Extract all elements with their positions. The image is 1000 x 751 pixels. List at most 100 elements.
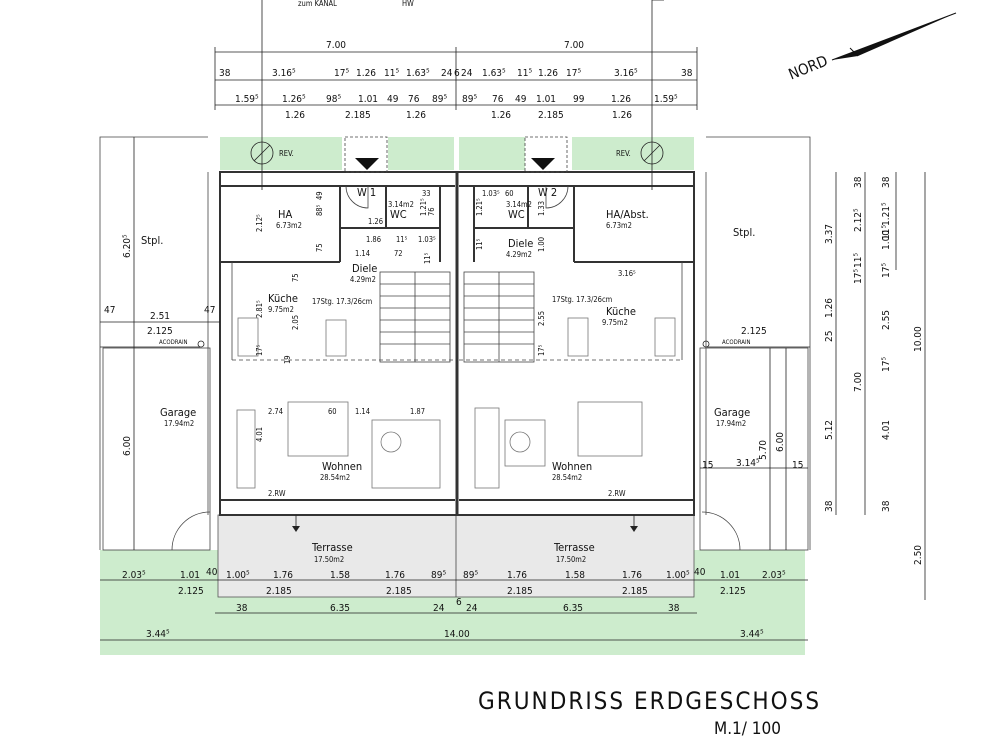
cut-text-right: HW (402, 0, 414, 8)
dim-interior: 60 (505, 189, 514, 198)
green-strip-top-center-right (459, 137, 525, 170)
dim-bottom-row1b: 2.185 (622, 586, 648, 597)
dim-interior: 49 (315, 191, 324, 200)
dim-right-col1: 3.37 (824, 224, 835, 244)
dim-lines-bottom (100, 579, 808, 641)
dim-bottom-row1: 2.03⁵ (122, 570, 146, 581)
lounge-right (504, 419, 546, 467)
dim-bottom-row1: 1.76 (507, 570, 527, 581)
dim-interior: 1.14 (355, 249, 370, 258)
dim-top-row2: 1.26 (538, 68, 558, 79)
dim-interior: 1.03⁵ (482, 189, 500, 198)
dim-interior: 1.86 (366, 235, 381, 244)
room-name-terrasse-left: Terrasse (311, 541, 353, 554)
room-name-wc-right: WC (508, 208, 525, 221)
dim-bottom-row3: 3.44⁵ (740, 629, 764, 640)
room-name-wohnen-left: Wohnen (322, 460, 362, 473)
dim-top-row3: 1.26 (611, 94, 631, 105)
dim-left-garage-height: 6.00 (122, 436, 133, 456)
sofa-left (236, 409, 256, 489)
dim-interior: 75 (291, 273, 300, 282)
dining-table-right (577, 401, 643, 457)
dim-garage-height: 6.00 (775, 432, 786, 452)
label-stpl-left: Stpl. (141, 234, 163, 247)
dim-right-col2: 17⁵ (881, 357, 892, 372)
dim-interior: 11⁵ (475, 238, 484, 250)
room-area-wohnen-left: 28.54m2 (320, 473, 350, 482)
dim-right-col1: 38 (824, 500, 835, 512)
dim-bottom-row1: 1.58 (565, 570, 585, 581)
dim-right-col2: 38 (881, 500, 892, 512)
dim-top-row2: 1.63⁵ (482, 68, 506, 79)
dim-top-row3b: 1.26 (406, 110, 426, 121)
dim-interior: 2.55 (537, 311, 546, 326)
green-strip-top-right (572, 137, 694, 170)
dim-interior: 11⁵ (396, 235, 408, 244)
dim-bottom-row1: 89⁵ (463, 570, 478, 581)
label-stairs-right: 17Stg. 17.3/26cm (552, 295, 612, 304)
dim-interior: 2.12⁵ (255, 214, 264, 232)
dim-bottom-row1: 1.76 (622, 570, 642, 581)
dim-top-row3: 1.26⁵ (282, 94, 306, 105)
dim-interior: 88⁵ (315, 204, 324, 216)
dim-right-garage-inner: 3.14⁵ (736, 458, 760, 469)
label-acodrain-right: ACODRAIN (722, 339, 751, 346)
dim-left-edge-b: 47 (204, 305, 215, 316)
dim-right-col2: 1.00 (881, 230, 892, 250)
room-area-diele-right: 4.29m2 (506, 250, 532, 259)
dim-top-row3: 49 (387, 94, 399, 105)
cut-text-left: zum KANAL (298, 0, 337, 8)
dim-bottom-row1b: 2.185 (266, 586, 292, 597)
dim-top-row3: 98⁵ (326, 94, 341, 105)
label-acodrain-left: ACODRAIN (159, 339, 188, 346)
dim-top-row3b: 1.26 (612, 110, 632, 121)
dim-right-col1: 5.12 (824, 420, 835, 440)
dim-bottom-row1b: 2.125 (720, 586, 746, 597)
room-name-terrasse-right: Terrasse (553, 541, 595, 554)
room-area-garage-right: 17.94m2 (716, 419, 746, 428)
dim-bottom-row2: 24 (433, 603, 445, 614)
dim-interior: 1.14 (355, 407, 370, 416)
dim-top-row3: 89⁵ (432, 94, 447, 105)
entrance-arrow-right (531, 158, 555, 170)
dim-bottom-row1: 40 (206, 567, 218, 578)
dim-left-garage-width-a: 2.51 (150, 311, 170, 322)
dim-interior: 4.01 (255, 427, 264, 442)
dim-interior: 19 (283, 355, 292, 364)
dim-right-col2: 4.01 (881, 420, 892, 440)
room-name-kueche-left: Küche (268, 292, 298, 305)
dim-top-row2: 1.63⁵ (406, 68, 430, 79)
lounge-left (371, 419, 441, 489)
dim-lines-top (214, 47, 698, 110)
dim-right-edge: 15 (702, 460, 713, 471)
dim-top-row2: 17⁵ (566, 68, 581, 79)
dim-top-row2: 11⁵ (517, 68, 532, 79)
dim-interior: 11⁵ (423, 252, 432, 264)
dim-bottom-row1: 1.76 (273, 570, 293, 581)
room-area-diele-left: 4.29m2 (350, 275, 376, 284)
dim-top-row3b: 2.185 (538, 110, 564, 121)
dim-right-col3: 11⁵ (881, 225, 892, 240)
dim-bottom-row1: 40 (694, 567, 706, 578)
dim-right-col2: 38 (853, 176, 864, 188)
dim-right-col3: 17⁵ (853, 269, 864, 284)
dim-top-row2: 1.26 (356, 68, 376, 79)
dim-bottom-row1b: 2.185 (386, 586, 412, 597)
room-area-kueche-left: 9.75m2 (268, 305, 294, 314)
dim-interior: 1.33 (537, 201, 546, 216)
dim-right-col1: 7.00 (853, 372, 864, 392)
dim-bottom-row3: 3.44⁵ (146, 629, 170, 640)
garage-left (102, 347, 211, 551)
garage-right (699, 347, 809, 551)
dim-bottom-row2: 6 (456, 597, 462, 608)
label-stairs-left: 17Stg. 17.3/26cm (312, 297, 372, 306)
dim-right-bottom: 2.50 (913, 545, 924, 565)
dim-interior: 17⁵ (255, 344, 264, 356)
dim-top-row3: 1.59⁵ (235, 94, 259, 105)
dim-interior: 1.00 (537, 237, 546, 252)
dim-right-col3: 1.21⁵ (881, 202, 892, 226)
room-area-ha: 6.73m2 (276, 221, 302, 230)
dim-interior: 2.81⁵ (255, 300, 264, 318)
dim-bottom-row1b: 2.185 (507, 586, 533, 597)
